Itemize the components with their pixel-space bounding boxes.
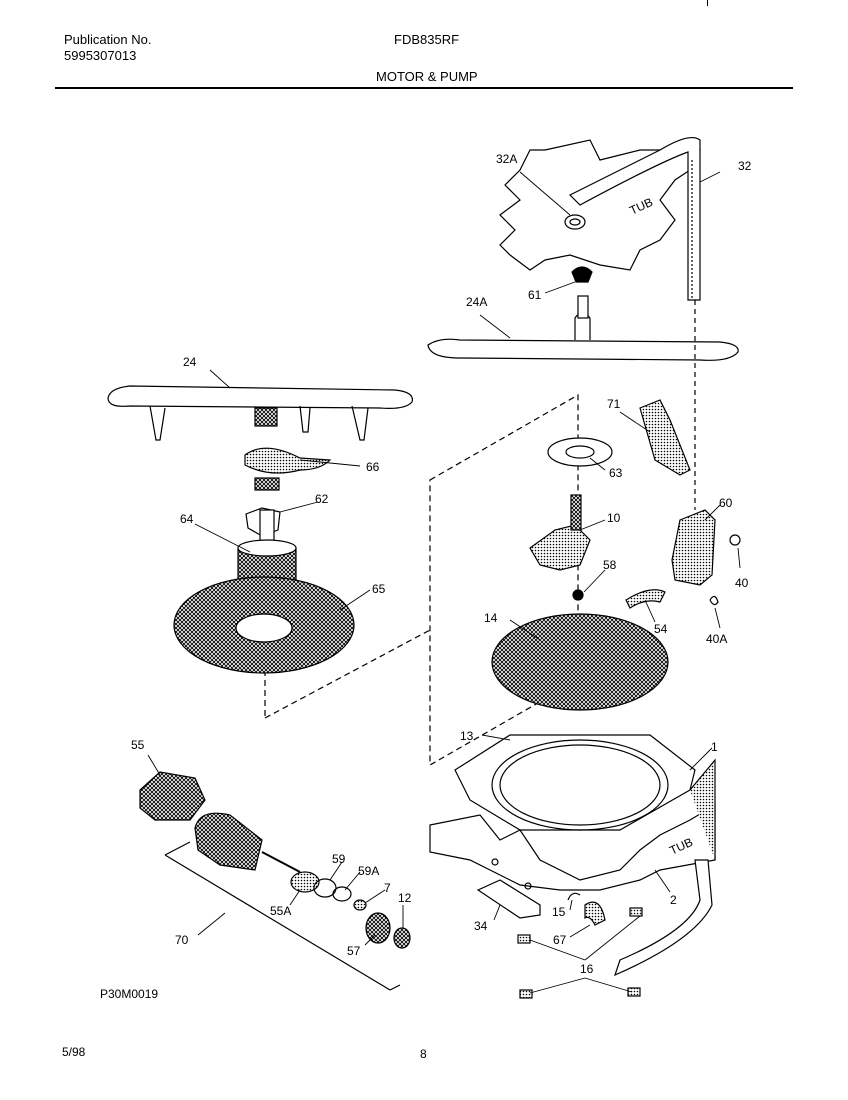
callout-16: 16 [580, 962, 594, 976]
part-71-bracket [639, 399, 691, 476]
part-60-valve [671, 509, 716, 586]
drain-pipe [614, 859, 713, 977]
part-61-nut [571, 266, 593, 283]
callout-58: 58 [603, 558, 617, 572]
tub-label-lower: TUB [667, 835, 695, 858]
foot-16c [627, 987, 641, 997]
callout-32: 32 [738, 159, 752, 173]
callout-71: 71 [607, 397, 621, 411]
callout-2: 2 [670, 893, 677, 907]
callout-7: 7 [384, 881, 391, 895]
upper-spray-arm-24A [427, 295, 739, 361]
callout-1: 1 [711, 740, 718, 754]
callout-34: 34 [474, 919, 488, 933]
part-12-nut [393, 927, 411, 949]
foot-16d [629, 907, 643, 917]
sump-1 [429, 734, 716, 891]
part-7-washer [353, 899, 367, 911]
publication-label: Publication No. [64, 32, 152, 47]
gasket-13 [491, 739, 669, 831]
filter-screen-65 [173, 576, 355, 674]
part-40-ring [729, 534, 741, 546]
part-40A-clip [709, 595, 719, 606]
part-59A-ring [332, 886, 352, 902]
callout-40A: 40A [706, 632, 727, 646]
callout-66: 66 [366, 460, 380, 474]
callout-64: 64 [180, 512, 194, 526]
part-54-hose [625, 589, 666, 609]
part-66-clip [244, 447, 332, 474]
callout-61: 61 [528, 288, 542, 302]
part-55-bracket [139, 771, 206, 821]
callout-55A: 55A [270, 904, 291, 918]
header-rule [55, 87, 793, 89]
callout-15: 15 [552, 905, 566, 919]
part-57-impeller [365, 912, 391, 944]
callout-60: 60 [719, 496, 733, 510]
callout-59A: 59A [358, 864, 379, 878]
part-59-ring [313, 878, 337, 898]
corner-tick-mark [707, 0, 708, 6]
callout-62: 62 [315, 492, 329, 506]
part-10-impeller [529, 524, 591, 571]
callout-24A: 24A [466, 295, 487, 309]
callout-59: 59 [332, 852, 346, 866]
section-title: MOTOR & PUMP [376, 69, 478, 84]
callout-32A: 32A [496, 152, 517, 166]
filter-screen-14 [491, 613, 669, 711]
callout-70: 70 [175, 933, 189, 947]
part-67-hose-clamp [584, 901, 606, 926]
callout-65: 65 [372, 582, 386, 596]
part-63-cap [547, 437, 613, 467]
callout-10: 10 [607, 511, 621, 525]
callout-14: 14 [484, 611, 498, 625]
callout-13: 13 [460, 729, 474, 743]
callout-67: 67 [553, 933, 567, 947]
callout-40: 40 [735, 576, 749, 590]
callout-54: 54 [654, 622, 668, 636]
part-15-clip [567, 892, 581, 901]
figure-id: P30M0019 [100, 987, 158, 1001]
part-70-bracket-line [164, 841, 401, 991]
foot-16a [517, 934, 531, 944]
callout-63: 63 [609, 466, 623, 480]
tub-label-upper: TUB [627, 195, 655, 218]
callout-24: 24 [183, 355, 197, 369]
callout-55: 55 [131, 738, 145, 752]
foot-16b [519, 989, 533, 999]
model-number: FDB835RF [394, 32, 460, 47]
part-58-ball [572, 589, 584, 601]
part-34-plate [476, 879, 541, 919]
motor [194, 812, 263, 871]
callout-12: 12 [398, 891, 412, 905]
part-55A-seal [290, 871, 320, 893]
callout-57: 57 [347, 944, 361, 958]
supply-pipe-32 [564, 137, 701, 301]
footer-date: 5/98 [62, 1045, 86, 1059]
lower-spray-arm-24 [107, 385, 413, 441]
publication-number: 5995307013 [64, 48, 137, 63]
footer-page-number: 8 [420, 1047, 427, 1061]
